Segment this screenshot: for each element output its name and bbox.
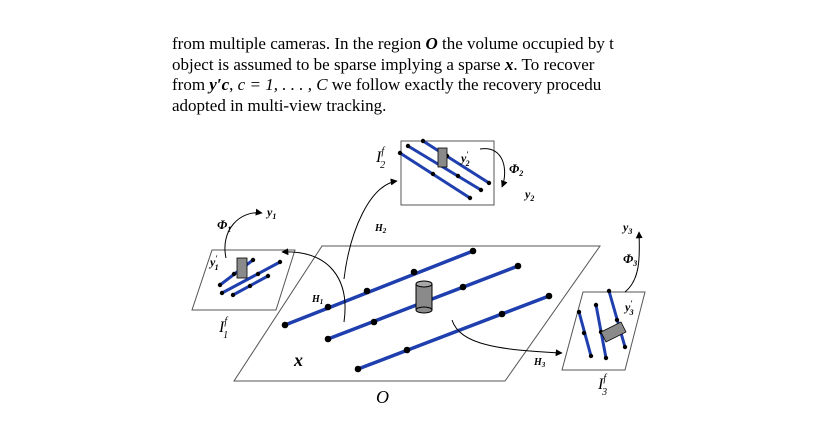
paragraph-line-1: from multiple cameras. In the region O t… — [172, 34, 642, 55]
math-symbol-O: O — [425, 34, 438, 53]
text-span: . To recover — [513, 54, 595, 74]
label-x: x — [293, 350, 303, 370]
image-plane-2-points — [397, 138, 492, 201]
text-span: we follow exactly the recovery procedu — [327, 75, 602, 94]
image-plane-1-object — [236, 257, 248, 279]
track-point — [363, 287, 371, 295]
label-H3: H3 — [533, 357, 546, 369]
arrow-Phi2 — [479, 148, 508, 188]
paragraph-line-3: from y′c, c = 1, . . . , C we follow exa… — [172, 75, 642, 96]
track-point — [324, 303, 332, 311]
ground-plane-O — [233, 245, 601, 382]
track-point — [459, 283, 467, 291]
track-point — [410, 268, 418, 276]
track-point — [281, 321, 289, 329]
paragraph-line-2: object is assumed to be sparse implying … — [172, 55, 642, 76]
track-point — [370, 318, 378, 326]
label-Phi2: Φ2 — [509, 161, 523, 178]
ground-track-points — [281, 247, 553, 373]
arrow-H2 — [343, 178, 398, 280]
track-point — [545, 292, 553, 300]
label-H1: H1 — [311, 294, 323, 306]
label-y1-prime: y′1 — [208, 254, 219, 272]
text-span: , — [229, 75, 238, 94]
paragraph: from multiple cameras. In the region O t… — [172, 34, 642, 116]
track-line — [283, 249, 475, 327]
label-y3-prime: y′3 — [623, 299, 634, 317]
label-Phi3: Φ3 — [623, 251, 637, 268]
math-symbol-yc: y′c — [209, 75, 230, 94]
track-point — [498, 310, 506, 318]
label-y1: y1 — [265, 205, 276, 221]
image-plane-2-tracks — [398, 139, 491, 200]
text-span: from — [172, 75, 210, 94]
text-span: adopted in multi-view tracking. — [172, 95, 387, 115]
track-point — [354, 365, 362, 373]
paragraph-line-4: adopted in multi-view tracking. — [172, 96, 642, 117]
label-y2-prime: y′2 — [459, 150, 470, 168]
text-span: object is assumed to be sparse implying … — [172, 54, 505, 74]
text-span: from multiple cameras. In the region — [172, 34, 426, 53]
image-plane-3-object — [600, 321, 627, 343]
image-plane-2-object — [437, 147, 448, 168]
track-point — [403, 346, 411, 354]
track-point — [469, 247, 477, 255]
math-c-range: c = 1, . . . , C — [237, 75, 328, 94]
text-span: the volume occupied by t — [437, 34, 614, 53]
label-H2: H2 — [374, 223, 387, 235]
track-point — [514, 262, 522, 270]
image-plane-3-points — [576, 288, 628, 361]
arrow-H3 — [451, 319, 563, 357]
label-y2: y2 — [523, 187, 534, 203]
cylinder-object — [415, 280, 433, 314]
math-symbol-x: x — [504, 54, 514, 74]
label-O: O — [376, 387, 389, 407]
label-y3: y3 — [621, 220, 632, 236]
arrow-H1 — [281, 248, 346, 323]
arrow-Phi1 — [224, 208, 263, 259]
track-line — [356, 294, 551, 371]
track-point — [324, 335, 332, 343]
label-Phi1: Φ1 — [217, 217, 231, 234]
arrow-Phi3 — [624, 231, 643, 293]
image-plane-1-points — [217, 257, 283, 298]
